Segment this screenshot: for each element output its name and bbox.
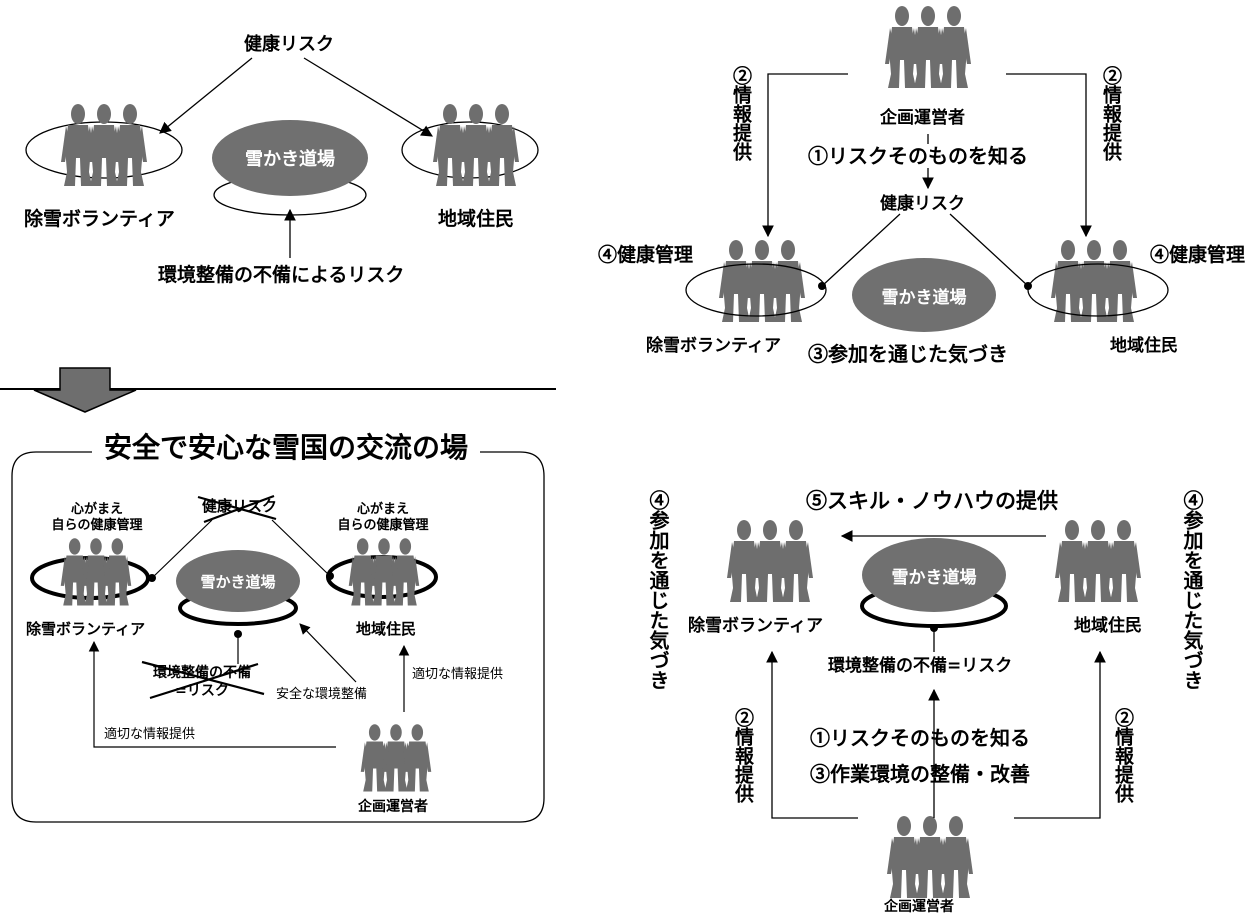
bl-mindset-left-line1: 心がまえ	[70, 502, 123, 517]
tr-lines	[762, 73, 1092, 287]
br-volunteers-label: 除雪ボランティア	[688, 616, 823, 636]
tl-venue-blob: 雪かき道場	[212, 120, 368, 196]
tl-health-risk-label: 健康リスク	[244, 34, 334, 55]
bl-venue-label: 雪かき道場	[200, 572, 276, 591]
br-info-left: ②情報提供	[732, 708, 754, 803]
tr-venue-blob: 雪かき道場	[852, 258, 996, 332]
br-lines	[766, 530, 1106, 819]
bl-organizer-figures	[361, 724, 432, 791]
br-skill-share: ⑤スキル・ノウハウの提供	[806, 488, 1058, 513]
bl-env-risk-struck-line1: 環境整備の不備	[153, 665, 251, 681]
tl-env-risk-label: 環境整備の不備によるリスク	[158, 264, 405, 286]
tr-organizer-figures	[885, 6, 971, 88]
br-info-right: ②情報提供	[1112, 708, 1134, 803]
br-dot	[930, 624, 938, 632]
bl-mindset-right-line1: 心がまえ	[356, 502, 409, 517]
br-volunteer-figures	[727, 520, 813, 602]
br-improve-env: ③作業環境の整備・改善	[810, 762, 1030, 786]
bl-proper-info-right: 適切な情報提供	[412, 667, 504, 682]
bl-venue-blob: 雪かき道場	[176, 550, 300, 612]
br-awareness-right: ④参加を通じた気づき	[1180, 490, 1204, 690]
bl-env-risk-struck: 環境整備の不備 =リスク	[136, 664, 268, 700]
br-awareness-left: ④参加を通じた気づき	[646, 490, 670, 690]
bl-frame	[11, 451, 545, 823]
tr-venue-label: 雪かき道場	[881, 287, 967, 308]
tl-resident-figures	[433, 104, 519, 186]
tr-awareness: ③参加を通じた気づき	[808, 342, 1008, 366]
bl-volunteer-figures	[61, 538, 132, 605]
tl-volunteers-label: 除雪ボランティア	[24, 208, 175, 230]
br-organizer-figures	[887, 816, 973, 898]
tl-volunteer-figures	[61, 104, 147, 186]
down-arrow-icon	[33, 367, 137, 413]
bl-health-risk-struck: 健康リスク	[202, 497, 278, 515]
tr-residents-label: 地域住民	[1110, 336, 1178, 356]
br-venue-label: 雪かき道場	[891, 567, 977, 588]
tr-info-right: ②情報提供	[1100, 66, 1122, 161]
bl-title: 安全で安心な雪国の交流の場	[104, 431, 469, 464]
bl-organizer-label: 企画運営者	[358, 799, 428, 815]
br-env-risk: 環境整備の不備=リスク	[828, 656, 1013, 676]
tr-resident-figures	[1051, 240, 1137, 322]
tr-volunteer-figures	[719, 240, 805, 322]
bl-proper-info-left: 適切な情報提供	[104, 727, 196, 742]
tr-organizer-label: 企画運営者	[880, 108, 965, 128]
br-resident-figures	[1055, 520, 1141, 602]
bl-mindset-right: 心がまえ 自らの健康管理	[318, 502, 448, 534]
br-organizer-label: 企画運営者	[884, 899, 954, 915]
br-venue-blob: 雪かき道場	[862, 538, 1006, 612]
tr-health-mgmt-right: ④健康管理	[1150, 244, 1246, 266]
br-know-risk: ①リスクそのものを知る	[810, 726, 1030, 750]
tr-know-risk: ①リスクそのものを知る	[808, 144, 1028, 168]
tr-dots	[818, 282, 1032, 290]
bl-safe-env-label: 安全な環境整備	[276, 687, 368, 702]
tl-residents-label: 地域住民	[438, 208, 515, 230]
bl-cross-marks	[141, 494, 277, 700]
br-residents-label: 地域住民	[1074, 616, 1142, 636]
bl-volunteers-label: 除雪ボランティア	[26, 620, 146, 638]
bl-mindset-left-line2: 自らの健康管理	[51, 518, 143, 533]
tr-health-mgmt-left: ④健康管理	[598, 244, 694, 266]
bl-residents-label: 地域住民	[356, 620, 417, 638]
tr-info-left: ②情報提供	[730, 66, 752, 161]
bl-mindset-left: 心がまえ 自らの健康管理	[32, 502, 162, 534]
bl-lines	[88, 519, 410, 748]
tr-volunteers-label: 除雪ボランティア	[646, 336, 781, 356]
bl-dots	[148, 572, 334, 638]
bl-env-risk-struck-line2: =リスク	[175, 683, 229, 699]
bl-mindset-right-line2: 自らの健康管理	[337, 518, 429, 533]
tr-health-risk: 健康リスク	[880, 194, 965, 214]
tl-venue-label: 雪かき道場	[245, 149, 335, 170]
tl-arrows	[159, 57, 433, 258]
